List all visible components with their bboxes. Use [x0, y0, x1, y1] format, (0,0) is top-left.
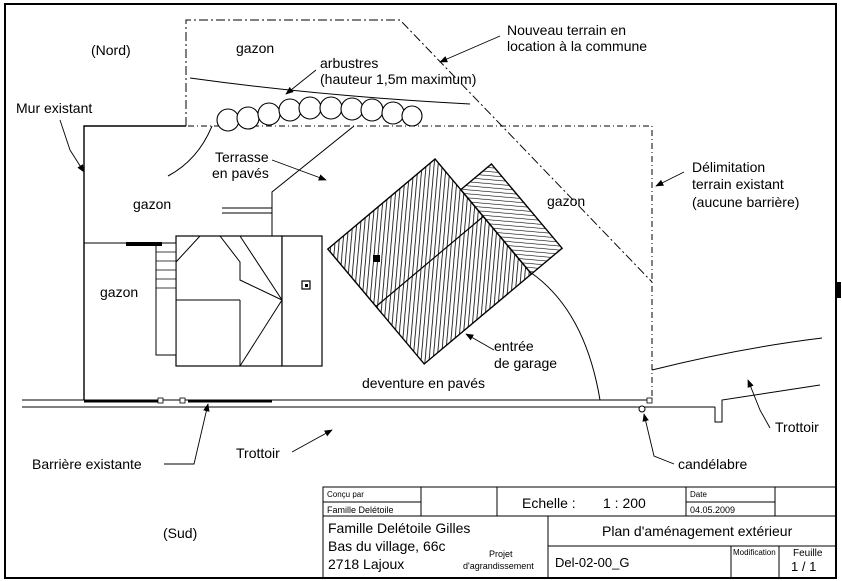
label-gazon-east: gazon: [547, 193, 585, 209]
shrub: [298, 96, 322, 120]
shrub: [319, 96, 343, 120]
frame-right-tick: [837, 282, 841, 298]
fence-post: [179, 397, 186, 404]
house-stairs: [155, 242, 177, 356]
lawn-curve-west: [167, 125, 213, 177]
leader-arbustres: [285, 69, 317, 95]
shrub: [216, 108, 240, 132]
leader-nouveau-terrain: [439, 35, 501, 63]
label-deventure: deventure en pavés: [362, 375, 485, 391]
chimney-dot: [305, 284, 308, 287]
boundary-corner-post: [646, 397, 653, 404]
tb-modification-label: Modification: [733, 548, 776, 557]
shrub: [257, 102, 281, 126]
street-edge-east: [714, 384, 821, 423]
label-entree-1: entrée: [494, 338, 534, 354]
tb-owner-line2: Bas du village, 66c: [328, 538, 446, 554]
leader-trottoir-left: [291, 429, 333, 453]
new-extension: [326, 158, 564, 365]
label-terrasse-2: en pavés: [212, 165, 269, 181]
tb-feuille-value: 1 / 1: [791, 559, 816, 574]
tb-drawing-number: Del-02-00_G: [555, 555, 629, 570]
label-delimitation-1: Délimitation: [692, 159, 765, 175]
label-terrasse-1: Terrasse: [215, 149, 269, 165]
shrub: [401, 105, 423, 127]
leader-delimitation: [655, 171, 685, 187]
label-barriere-existante: Barrière existante: [32, 456, 142, 472]
stair-steps: [156, 251, 176, 289]
house-roof-line: [239, 299, 283, 367]
house-roof-line: [239, 235, 283, 301]
leader-lines: [59, 35, 771, 465]
tb-concu-par-value: Famille Delétoile: [327, 505, 394, 515]
leader-barriere: [164, 403, 210, 465]
shrub: [360, 98, 384, 122]
label-candelabre: candélabre: [678, 456, 747, 472]
label-gazon-southwest: gazon: [100, 284, 138, 300]
label-trottoir-left: Trottoir: [236, 445, 280, 461]
tb-owner-line1: Famille Delétoile Gilles: [328, 520, 470, 536]
leader-terrasse: [271, 159, 327, 181]
label-nouveau-2: location à la commune: [507, 38, 647, 54]
label-delimitation-2: terrain existant: [692, 176, 784, 192]
label-nouveau-1: Nouveau terrain en: [507, 22, 626, 38]
label-gazon-west: gazon: [133, 196, 171, 212]
tb-projet-line1: Projet: [489, 549, 513, 559]
tb-concu-par-label: Conçu par: [327, 490, 364, 499]
house-extension: [281, 235, 323, 367]
fence-post: [157, 397, 164, 404]
label-entree-2: de garage: [494, 355, 557, 371]
title-block: [322, 486, 837, 579]
house-roof-ridge: [175, 235, 283, 301]
terrace-outline: [271, 125, 355, 236]
label-gazon-north: gazon: [236, 40, 274, 56]
tb-echelle-value: 1 : 200: [603, 495, 646, 511]
label-nord: (Nord): [91, 42, 131, 58]
label-trottoir-right: Trottoir: [775, 419, 819, 435]
sidewalk-curve: [651, 337, 823, 371]
leader-trottoir-right: [747, 379, 771, 429]
label-delimitation-3: (aucune barrière): [692, 194, 799, 210]
label-mur-existant: Mur existant: [16, 100, 92, 116]
existing-wall: [83, 125, 186, 400]
wall-dark-segment: [126, 242, 162, 246]
shrub: [278, 98, 302, 122]
new-parcel-boundary: [185, 19, 653, 283]
extension-center-mark: [373, 255, 380, 262]
extension-ridge: [375, 216, 484, 307]
tb-owner-line3: 2718 Lajoux: [328, 556, 404, 572]
tb-date-value: 04.05.2009: [690, 505, 735, 515]
house-main: [175, 235, 283, 367]
street-lamp-symbol: [638, 405, 646, 413]
label-arbustres-1: arbustres: [320, 55, 378, 71]
shrub: [381, 101, 405, 125]
lawn-curve-east: [529, 271, 601, 401]
extension-garage-block: [459, 162, 564, 275]
leader-entree-garage: [465, 333, 495, 351]
label-sud: (Sud): [163, 525, 197, 541]
tb-feuille-label: Feuille: [793, 548, 823, 559]
tb-date-label: Date: [690, 490, 707, 499]
leader-mur-existant: [59, 119, 85, 173]
tb-projet-line2: d'agrandissement: [463, 561, 534, 571]
tb-plan-title: Plan d'aménagement extérieur: [602, 523, 793, 539]
tb-echelle-label: Echelle :: [522, 495, 576, 511]
leader-candelabre: [642, 413, 675, 465]
label-arbustres-2: (hauteur 1,5m maximum): [320, 71, 476, 87]
lawn-curve-north: [189, 77, 471, 105]
shrub: [236, 106, 260, 130]
existing-parcel-boundary: [84, 125, 653, 401]
shrub: [340, 97, 364, 121]
shrub-row: [216, 96, 423, 132]
